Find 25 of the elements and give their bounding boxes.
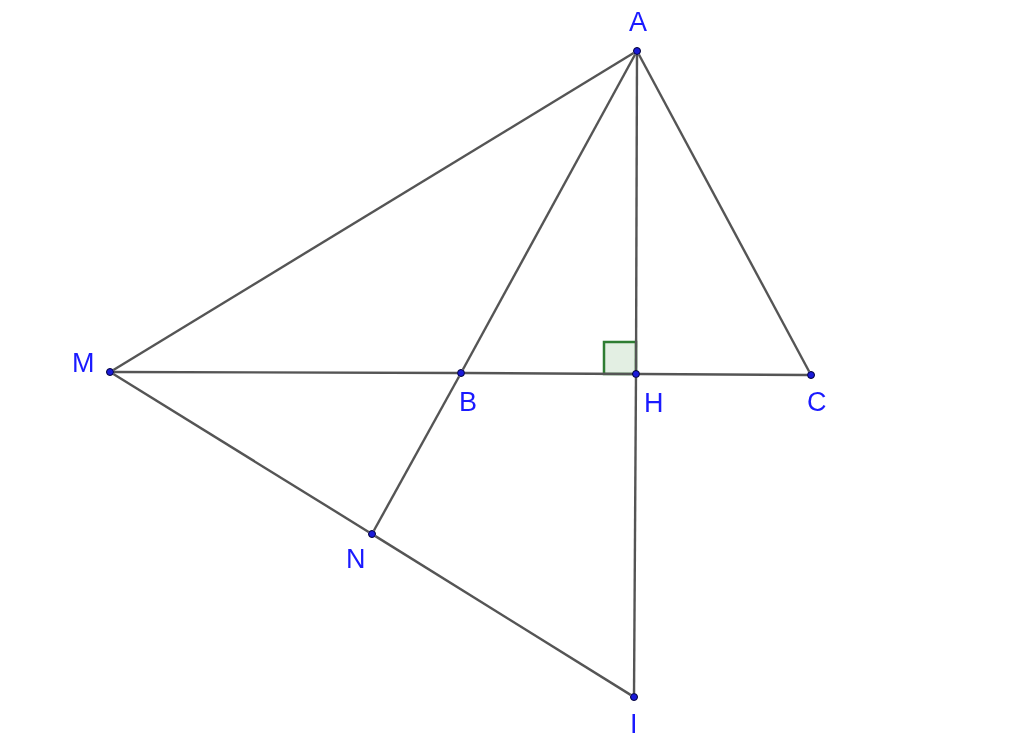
point-dot (106, 368, 114, 376)
point-label: I (630, 711, 638, 738)
line-segment (112, 52, 635, 371)
point-label: M (72, 350, 95, 377)
line-segment (632, 378, 638, 693)
line-segment (372, 375, 461, 532)
point-dot (632, 370, 640, 378)
point-dot (368, 530, 376, 538)
line-segment (114, 370, 457, 375)
line-segment (374, 535, 632, 696)
point-dot (633, 47, 641, 55)
point-label: A (629, 9, 647, 36)
point-label: H (644, 390, 664, 417)
line-segment (640, 372, 807, 377)
point-dot (630, 693, 638, 701)
line-segment (634, 55, 639, 370)
point-label: N (346, 546, 366, 573)
point-label: B (459, 389, 477, 416)
point-dot (807, 371, 815, 379)
point-dot (457, 369, 465, 377)
line-segment (112, 373, 370, 533)
line-segment (465, 371, 632, 376)
line-segment (461, 53, 637, 371)
line-segment (637, 53, 811, 373)
point-label: C (807, 389, 827, 416)
